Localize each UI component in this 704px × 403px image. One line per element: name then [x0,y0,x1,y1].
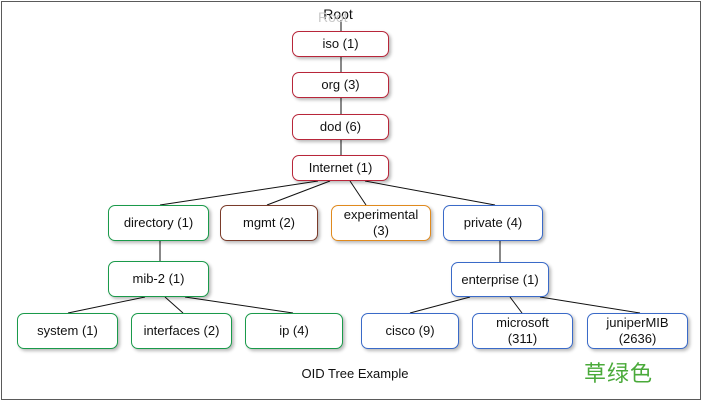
diagram-caption: OID Tree Example [301,366,409,381]
node-junipermib: juniperMIB (2636) [587,313,688,349]
edge-enterprise-cisco [409,296,471,314]
node-directory: directory (1) [108,205,209,241]
edge-internet-private [364,180,496,206]
node-interfaces: interfaces (2) [131,313,232,349]
node-mib2: mib-2 (1) [108,261,209,297]
edge-mib2-ip [184,296,294,314]
edge-mib2-interfaces [164,296,184,314]
node-internet: Internet (1) [292,155,389,181]
node-ip: ip (4) [245,313,343,349]
node-mgmt: mgmt (2) [220,205,318,241]
node-dod: dod (6) [292,114,389,140]
root-label: Root [323,6,353,22]
root-ghost-text: Root [318,9,348,25]
edge-enterprise-microsoft [509,296,523,314]
node-enterprise: enterprise (1) [451,262,549,297]
edge-internet-experimental [349,180,367,206]
watermark-text: 草绿色 [584,362,654,387]
edge-enterprise-juniper [539,296,641,314]
node-private: private (4) [443,205,543,241]
node-org: org (3) [292,72,389,98]
node-system: system (1) [17,313,118,349]
edge-internet-directory [159,180,319,206]
edge-internet-mgmt [266,180,331,206]
node-cisco: cisco (9) [361,313,459,349]
node-experimental: experimental (3) [331,205,431,241]
node-iso: iso (1) [292,31,389,57]
edge-mib2-system [67,296,146,314]
node-microsoft: microsoft (311) [472,313,573,349]
